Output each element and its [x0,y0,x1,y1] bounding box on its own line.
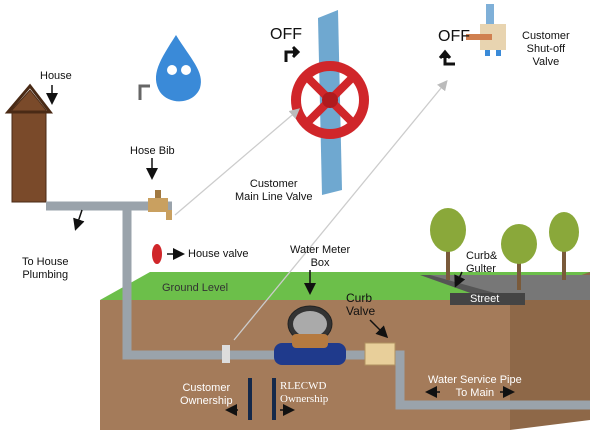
house-icon [4,83,54,203]
arrow-icon [284,45,455,66]
hose-bib-label: Hose Bib [130,145,175,157]
shutoff-valve-icon [466,4,506,56]
tree-icon [430,208,579,290]
water-drop-mascot-icon [138,35,201,102]
off-main-label: OFF [270,26,302,43]
off-shutoff-label: OFF [438,28,470,45]
arrow-icon [46,85,515,416]
hose-bib-icon [148,190,172,220]
curb-gutter-label: Curb&Gulter [466,250,498,275]
gate-valve-wheel-icon [291,10,369,195]
house-valve-icon [152,244,162,264]
street-label: Street [470,293,500,305]
main-line-valve-small-icon [222,345,230,363]
house-label: House [40,70,72,82]
water-meter-icon [274,305,346,365]
ground-level-label: Ground Level [162,282,229,294]
house-valve-label: House valve [188,248,249,260]
curb-valve-icon [364,342,396,366]
